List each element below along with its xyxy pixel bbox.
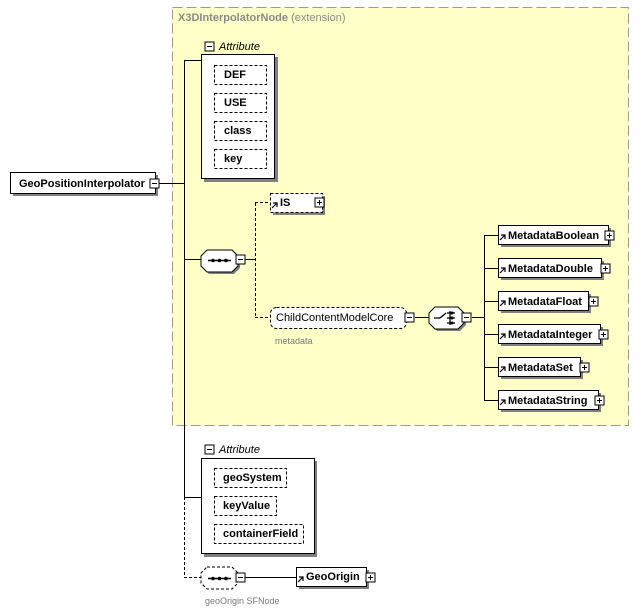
child-group-caption: metadata xyxy=(275,336,313,346)
is-element-label: IS xyxy=(280,197,291,209)
optional-sequence-compositor xyxy=(200,566,246,590)
attribute-group-label-base: Attribute xyxy=(219,41,260,53)
attribute-containerfield: containerField xyxy=(223,528,299,540)
geo-origin-caption: geoOrigin SFNode xyxy=(205,596,280,606)
expand-geo-origin-button[interactable] xyxy=(366,573,375,582)
connector-lines xyxy=(158,60,498,578)
metadata-set-label: MetadataSet xyxy=(508,362,573,374)
metadata-element-boxes xyxy=(498,225,615,412)
root-element-label: GeoPositionInterpolator xyxy=(19,178,145,190)
collapse-optional-sequence-button[interactable] xyxy=(236,573,245,582)
metadata-integer-label: MetadataInteger xyxy=(508,329,593,341)
expand-is-button[interactable] xyxy=(315,198,324,207)
collapse-attributes-geo-button[interactable] xyxy=(205,445,214,454)
attribute-group-base xyxy=(201,41,278,182)
geo-origin-label: GeoOrigin xyxy=(306,571,360,583)
expand-metadata-float-button[interactable] xyxy=(589,297,598,306)
collapse-attributes-base-button[interactable] xyxy=(205,42,214,51)
child-group-box xyxy=(270,307,415,329)
attribute-key: key xyxy=(224,153,243,165)
collapse-choice-button[interactable] xyxy=(462,313,471,322)
metadata-float-label: MetadataFloat xyxy=(508,296,582,308)
attribute-use: USE xyxy=(224,97,247,109)
metadata-double-label: MetadataDouble xyxy=(508,263,593,275)
root-element-box xyxy=(10,172,160,196)
attribute-keyvalue: keyValue xyxy=(223,500,271,512)
expand-metadata-string-button[interactable] xyxy=(595,396,604,405)
metadata-string-label: MetadataString xyxy=(508,395,588,407)
choice-compositor xyxy=(428,306,472,331)
geo-origin-box xyxy=(296,567,376,589)
expand-metadata-set-button[interactable] xyxy=(580,363,589,372)
collapse-child-group-button[interactable] xyxy=(405,313,414,322)
attribute-def: DEF xyxy=(224,69,246,81)
collapse-sequence-button[interactable] xyxy=(236,255,245,264)
is-element-box xyxy=(270,193,325,215)
metadata-boolean-label: MetadataBoolean xyxy=(508,230,600,242)
attribute-group-label-geo: Attribute xyxy=(219,444,260,456)
attribute-group-geo xyxy=(201,444,317,557)
expand-metadata-integer-button[interactable] xyxy=(599,330,608,339)
attribute-class: class xyxy=(224,125,252,137)
attribute-geosystem: geoSystem xyxy=(223,472,282,484)
expand-metadata-boolean-button[interactable] xyxy=(605,231,614,240)
child-group-label: ChildContentModelCore xyxy=(276,312,394,324)
collapse-root-button[interactable] xyxy=(150,179,159,188)
extension-title: X3DInterpolatorNode (extension) xyxy=(178,12,346,24)
sequence-compositor xyxy=(200,249,246,274)
expand-metadata-double-button[interactable] xyxy=(601,264,610,273)
